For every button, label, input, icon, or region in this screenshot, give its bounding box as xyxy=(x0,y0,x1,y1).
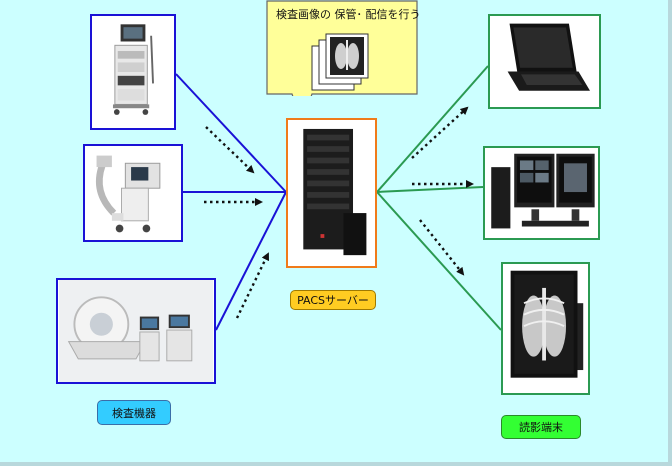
c-arm-icon xyxy=(85,146,181,240)
c-arm-xray-image xyxy=(83,144,183,242)
flow-arrow-1 xyxy=(205,126,255,174)
workstation-icon xyxy=(485,148,598,238)
ct-scanner-icon xyxy=(59,280,213,382)
viewers-label: 読影端末 xyxy=(501,415,581,439)
xray-monitor-icon xyxy=(503,264,588,393)
pacs-server-label: PACSサーバー xyxy=(290,290,376,310)
callout-shape xyxy=(266,0,418,96)
flow-arrow-4 xyxy=(411,106,469,159)
server-rack-image xyxy=(286,118,377,268)
server-rack-icon xyxy=(288,121,375,265)
viewer-3-link xyxy=(376,191,502,331)
viewer-1-link xyxy=(376,65,489,193)
ct-scanner-image xyxy=(56,278,216,384)
endoscopy-system-image xyxy=(90,14,176,130)
endoscopy-cart-icon xyxy=(92,16,174,128)
modalities-label: 検査機器 xyxy=(97,400,171,425)
modality-3-link xyxy=(215,191,287,331)
modality-1-link xyxy=(175,73,287,193)
dual-monitor-workstation-image xyxy=(483,146,600,240)
laptop-icon xyxy=(490,16,599,107)
flow-arrow-3 xyxy=(235,252,270,319)
laptop-image xyxy=(488,14,601,109)
callout: 検査画像の 保管･ 配信を行う xyxy=(266,0,421,96)
callout-text: 検査画像の 保管･ 配信を行う xyxy=(276,8,421,21)
viewer-2-link xyxy=(376,186,484,193)
chest-xray-monitor-image xyxy=(501,262,590,395)
